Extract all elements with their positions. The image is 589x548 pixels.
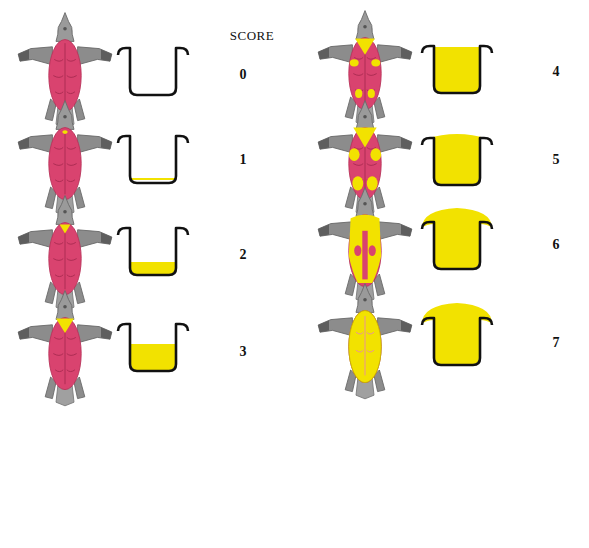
score-number: 2 — [240, 247, 247, 263]
fat-profile — [422, 303, 492, 365]
bird-figure — [18, 291, 112, 406]
score-number: 3 — [240, 344, 247, 360]
fat-profile — [422, 208, 492, 269]
fat-profile — [118, 136, 188, 183]
fat-profile — [118, 228, 188, 275]
score-number: 1 — [240, 152, 247, 168]
fat-profile — [422, 46, 492, 93]
score-number: 7 — [553, 335, 560, 351]
score-number: 5 — [553, 152, 560, 168]
column-heading: SCORE — [230, 28, 274, 44]
fat-profile — [422, 134, 492, 185]
score-number: 6 — [553, 237, 560, 253]
score-number: 0 — [240, 67, 247, 83]
fat-profile — [118, 324, 188, 371]
score-number: 4 — [553, 64, 560, 80]
fat-profile — [118, 48, 188, 95]
bird-figure — [318, 284, 412, 399]
